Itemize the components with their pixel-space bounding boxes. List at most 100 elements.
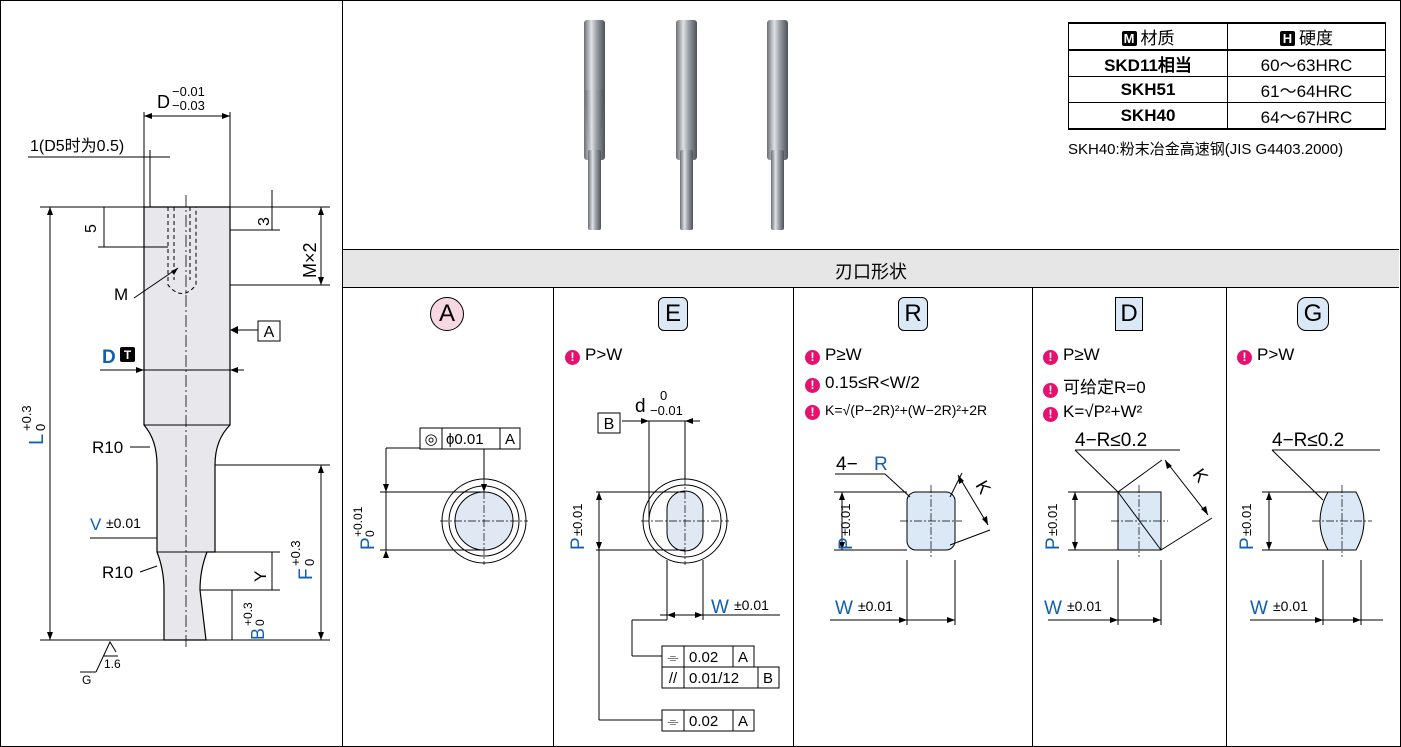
g-p-label: P (1237, 537, 1258, 550)
punch-photo-2 (676, 20, 697, 230)
t-badge-icon (120, 347, 135, 362)
svg-text:A: A (738, 713, 748, 730)
d-k-label: K (1189, 465, 1212, 486)
symmetry-frame-1: ⌯ 0.02 A (661, 645, 755, 668)
punch-photo-1 (584, 20, 605, 230)
r-r-label: R (874, 454, 888, 475)
a-p-tol-bottom: 0 (363, 530, 377, 537)
dim-mx2: M×2 (300, 242, 320, 278)
b-tol-top: +0.3 (241, 602, 255, 626)
chamfer-note: 1(D5时为0.5) (30, 137, 124, 155)
shape-label-e: E (658, 297, 688, 331)
b-label: B (248, 628, 268, 640)
r-p-tol: ±0.01 (838, 504, 853, 536)
d-tol-bottom: −0.03 (172, 98, 205, 113)
punch-outline (143, 206, 231, 641)
svg-text:B: B (763, 670, 773, 687)
warning-icon: ! (565, 350, 580, 365)
v-label: V (90, 515, 102, 534)
condition-g-1: !P>W (1237, 345, 1294, 365)
hardness-badge-icon: H (1280, 31, 1295, 46)
d-w-label: W (1044, 598, 1062, 619)
condition-r-2: !0.15≤R<W/2 (805, 373, 920, 393)
symmetry-icon: ⌯ (667, 713, 678, 729)
svg-text:T: T (124, 348, 132, 362)
condition-d-2: !可给定R=0 (1043, 373, 1146, 398)
r-k-label: K (972, 477, 995, 497)
condition-d-1: !P≥W (1043, 345, 1100, 365)
svg-text:0.01/12: 0.01/12 (689, 670, 739, 687)
column-divider (1226, 287, 1227, 747)
condition-e-1: !P>W (565, 345, 622, 365)
svg-text:0.02: 0.02 (689, 713, 718, 730)
r-prefix: 4− (836, 454, 858, 475)
d-label: D (157, 92, 170, 112)
y-label: Y (251, 571, 270, 582)
material-note: SKH40:粉末冶金高速钢(JIS G4403.2000) (1068, 141, 1344, 158)
d-r-note: 4−R≤0.2 (1075, 430, 1147, 451)
warning-icon: ! (805, 350, 820, 365)
material-badge-icon: M (1121, 31, 1137, 46)
f-label: F (296, 568, 317, 580)
symmetry-icon: ⌯ (667, 649, 678, 665)
parallelism-icon: // (669, 670, 678, 687)
column-divider (1032, 287, 1033, 747)
warning-icon: ! (805, 405, 820, 420)
material-cell: SKH40 (1068, 102, 1228, 130)
shape-label-g: G (1297, 297, 1329, 331)
datum-a-box (257, 320, 281, 342)
e-d-tol-bottom: −0.01 (650, 403, 683, 418)
hardness-cell: 60～63HRC (1227, 49, 1386, 77)
concentricity-value: ϕ0.01 (446, 431, 484, 448)
concentricity-icon: ◎ (424, 431, 437, 448)
hardness-cell: 61～64HRC (1227, 76, 1386, 103)
parallelism-frame: // 0.01/12 B (661, 666, 780, 689)
table-row: SKH51 61～64HRC (1068, 76, 1386, 103)
b-tol-bottom: 0 (253, 619, 267, 626)
e-d-label: d (635, 396, 646, 417)
svg-text:A: A (738, 649, 748, 666)
left-panel-divider (342, 0, 343, 747)
roughness-g: G (82, 673, 91, 687)
e-w-tol: ±0.01 (734, 597, 769, 613)
warning-icon: ! (1237, 350, 1252, 365)
f-tol-bottom: 0 (302, 559, 317, 566)
shape-label-r: R (898, 297, 928, 331)
d-p-label: P (1043, 537, 1064, 550)
g-p-tol: ±0.01 (1239, 504, 1254, 536)
d-w-tol: ±0.01 (1067, 598, 1102, 614)
hardness-cell: 64～67HRC (1227, 102, 1386, 130)
dim-5: 5 (83, 224, 100, 233)
v-tol: ±0.01 (106, 515, 141, 531)
roughness-value: 1.6 (104, 657, 121, 671)
section-title: 刃口形状 (835, 262, 907, 282)
material-cell: SKH51 (1068, 76, 1228, 103)
d-p-tol: ±0.01 (1045, 504, 1060, 536)
table-row: SKH40 64～67HRC (1068, 102, 1386, 130)
e-p-tol: ±0.01 (570, 504, 585, 536)
warning-icon: ! (1043, 383, 1058, 398)
shape-label-a: A (430, 297, 464, 331)
dt-label: D (102, 347, 116, 368)
e-w-label: W (711, 597, 729, 618)
l-tol-top: +0.3 (19, 405, 34, 431)
column-divider (793, 287, 794, 747)
e-d-tol-top: 0 (660, 388, 667, 403)
datum-a-label: A (264, 324, 275, 341)
r10-bottom-label: R10 (102, 563, 133, 582)
section-band: 刃口形状 (343, 249, 1399, 288)
warning-icon: ! (1043, 350, 1058, 365)
r-w-label: W (835, 598, 853, 619)
warning-icon: ! (1043, 407, 1058, 422)
r-w-tol: ±0.01 (858, 598, 893, 614)
punch-photo-3 (767, 20, 788, 230)
g-r-note: 4−R≤0.2 (1272, 430, 1344, 451)
l-tol-bottom: 0 (33, 424, 48, 431)
condition-r-1: !P≥W (805, 345, 862, 365)
a-p-label: P (358, 537, 379, 550)
a-p-tol-top: +0.01 (351, 506, 365, 537)
